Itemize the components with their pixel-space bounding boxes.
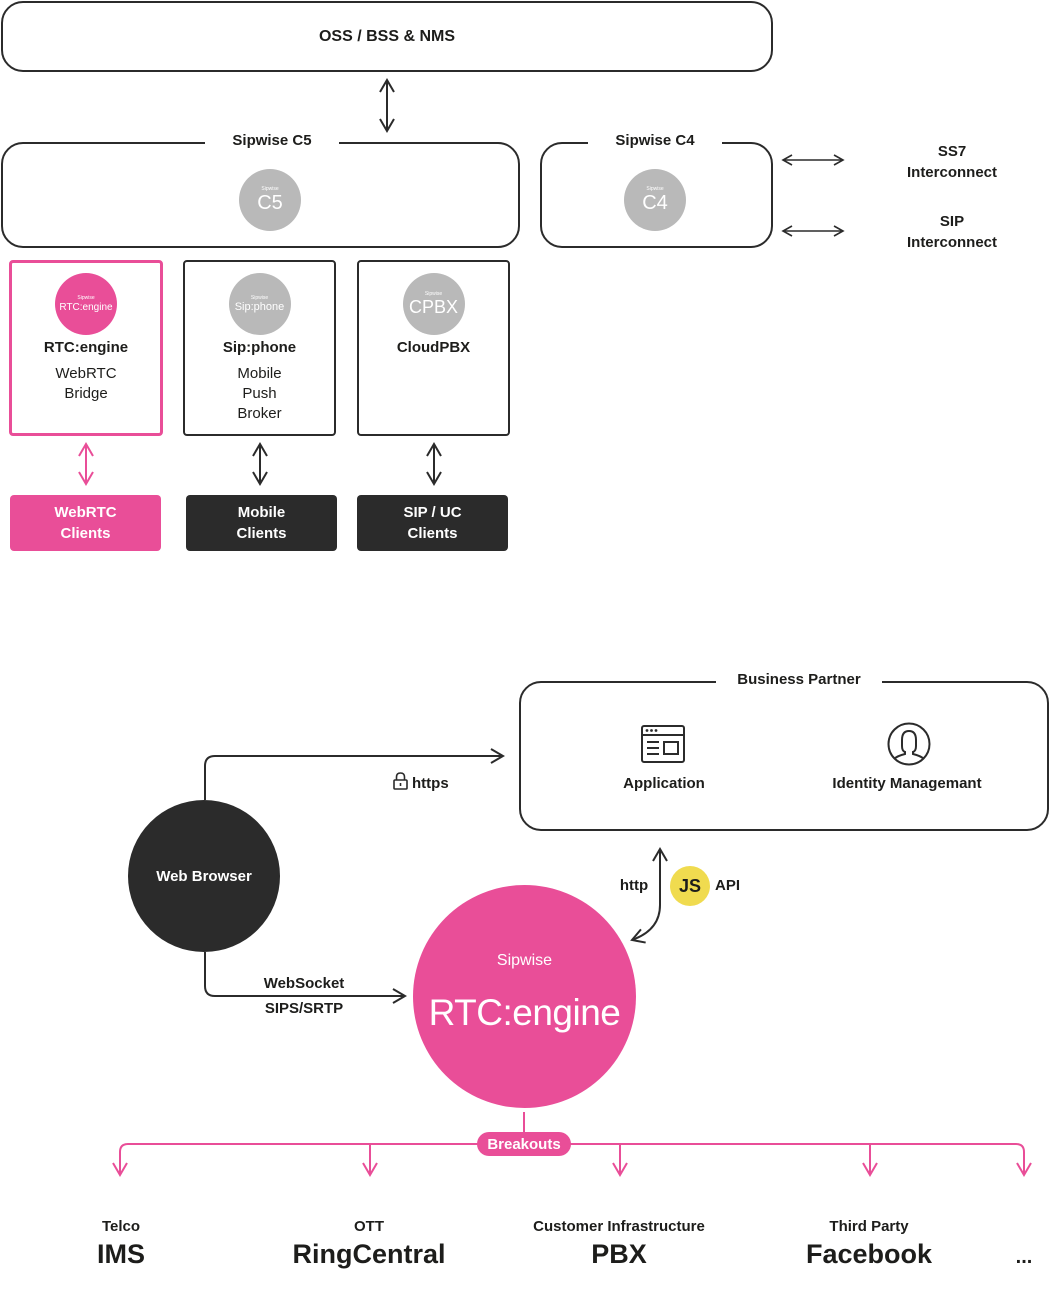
rtc-engine-title: RTC:engine [43, 339, 129, 356]
sip-phone-card: Sipwise Sip:phone Sip:phone Mobile Push … [183, 260, 336, 436]
target-more: ... [994, 1218, 1050, 1269]
target-ott-big: RingCentral [292, 1239, 446, 1269]
sip-line1: SIP [939, 213, 965, 230]
sips-srtp-label: SIPS/SRTP [264, 1000, 344, 1017]
ss7-line1: SS7 [937, 143, 967, 160]
https-label: https [412, 775, 449, 792]
identity-label: Identity Managemant [832, 775, 982, 792]
target-more-small [994, 1218, 1050, 1236]
sipphone-badge-text: Sip:phone [234, 300, 285, 313]
c5-box [1, 142, 520, 248]
api-label: API [715, 877, 741, 894]
http-label: http [619, 877, 649, 894]
rtc-engine-brand: Sipwise [496, 951, 553, 969]
cloudpbx-title: CloudPBX [396, 339, 471, 356]
target-customer-small: Customer Infrastructure [533, 1218, 705, 1235]
c5-badge: Sipwise C5 [239, 169, 301, 231]
identity-user-icon [887, 722, 931, 766]
web-browser-label: Web Browser [156, 867, 252, 885]
js-badge: JS [670, 866, 710, 906]
target-ott: OTT RingCentral [259, 1218, 479, 1270]
target-more-big: ... [1015, 1246, 1033, 1268]
oss-box: OSS / BSS & NMS [1, 1, 773, 72]
target-customer-big: PBX [591, 1239, 647, 1269]
target-ott-small: OTT [354, 1218, 384, 1235]
rtc-badge-brand: Sipwise [77, 294, 95, 301]
c5-legend: Sipwise C5 [205, 132, 339, 149]
oss-label: OSS / BSS & NMS [318, 27, 456, 45]
rtc-engine-desc: WebRTC Bridge [12, 364, 160, 404]
rtc-badge-text: RTC:engine [59, 301, 113, 313]
webrtc-clients-pill: WebRTC Clients [10, 495, 161, 551]
sip-phone-badge: Sipwise Sip:phone [228, 273, 291, 335]
sip-interconnect-label: SIP Interconnect [882, 211, 1022, 253]
target-customer: Customer Infrastructure PBX [509, 1218, 729, 1270]
sipphone-desc-line2: Push [242, 385, 277, 402]
target-third-party-big: Facebook [805, 1239, 933, 1269]
ss7-interconnect-label: SS7 Interconnect [882, 141, 1022, 183]
target-third-party-small: Third Party [829, 1218, 909, 1235]
js-badge-text: JS [678, 875, 702, 896]
sip-phone-desc: Mobile Push Broker [185, 364, 334, 424]
websocket-arrow [204, 952, 407, 1004]
rtc-desc-line1: WebRTC [55, 365, 117, 382]
websocket-label: WebSocket [263, 975, 345, 992]
webrtc-clients-line1: WebRTC [54, 504, 117, 521]
target-telco-big: IMS [96, 1239, 145, 1269]
mobile-clients-line2: Clients [236, 525, 287, 542]
rtc-engine-card: Sipwise RTC:engine RTC:engine WebRTC Bri… [9, 260, 163, 436]
breakouts-bus [112, 1143, 1032, 1177]
c4-legend: Sipwise C4 [588, 132, 722, 149]
breakouts-pill: Breakouts [477, 1132, 571, 1156]
business-partner-legend: Business Partner [716, 671, 882, 688]
c4-badge-text: C4 [642, 192, 668, 214]
sipuc-clients-line1: SIP / UC [403, 504, 462, 521]
rtc-desc-line2: Bridge [64, 385, 108, 402]
https-arrow [204, 748, 505, 800]
business-partner-box [519, 681, 1049, 831]
cpbx-badge-brand: Sipwise [424, 291, 443, 297]
mobile-clients-line1: Mobile [237, 504, 286, 521]
application-icon [641, 725, 685, 763]
lock-icon [393, 772, 408, 790]
rtc-engine-name: RTC:engine [428, 991, 621, 1033]
ss7-line2: Interconnect [906, 164, 997, 181]
cloudpbx-card: Sipwise CPBX CloudPBX [357, 260, 510, 436]
sipphone-desc-line1: Mobile [237, 365, 282, 382]
cpbx-badge-text: CPBX [408, 297, 459, 317]
web-browser-node: Web Browser [128, 800, 280, 952]
sipuc-clients-line2: Clients [407, 525, 458, 542]
target-third-party: Third Party Facebook [759, 1218, 979, 1270]
c5-badge-brand: Sipwise [261, 186, 279, 192]
c5-badge-text: C5 [257, 192, 283, 214]
cloudpbx-badge: Sipwise CPBX [402, 273, 465, 335]
c4-badge: Sipwise C4 [624, 169, 686, 231]
target-telco: Telco IMS [11, 1218, 231, 1270]
sipuc-clients-pill: SIP / UC Clients [357, 495, 508, 551]
target-telco-small: Telco [101, 1218, 141, 1235]
sip-phone-title: Sip:phone [222, 339, 297, 356]
rtc-engine-node: Sipwise RTC:engine [413, 885, 636, 1108]
webrtc-clients-line2: Clients [60, 525, 111, 542]
sip-line2: Interconnect [906, 234, 997, 251]
application-label: Application [623, 775, 705, 792]
sipphone-desc-line3: Broker [237, 405, 282, 422]
c4-badge-brand: Sipwise [646, 186, 664, 192]
sipphone-badge-brand: Sipwise [250, 294, 269, 301]
rtc-engine-badge: Sipwise RTC:engine [55, 273, 117, 335]
http-api-arrow [630, 847, 668, 944]
